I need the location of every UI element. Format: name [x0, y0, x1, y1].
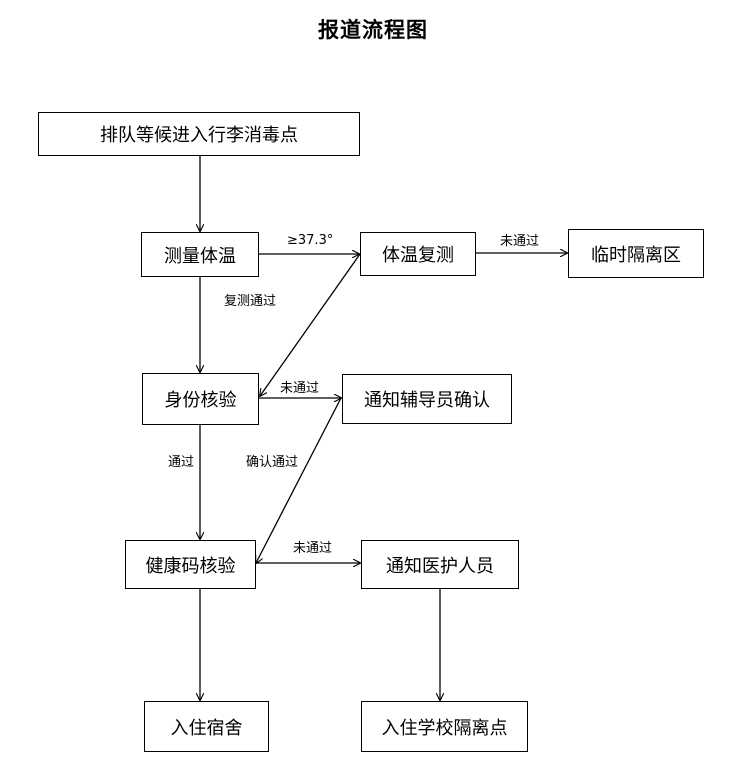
edge-label-id-fail: 未通过: [280, 381, 320, 396]
node-isolation: 临时隔离区: [568, 229, 704, 278]
node-queue: 排队等候进入行李消毒点: [38, 112, 360, 156]
edge-label-confirmed: 确认通过: [246, 455, 299, 470]
node-medical: 通知医护人员: [361, 540, 519, 589]
node-counselor: 通知辅导员确认: [342, 374, 512, 424]
node-health-code: 健康码核验: [125, 540, 256, 589]
node-school-isolation: 入住学校隔离点: [361, 701, 528, 752]
edge-label-fever: ≥37.3°: [287, 233, 334, 248]
arrow-retest-to-id: [260, 253, 361, 396]
node-retest: 体温复测: [360, 232, 476, 276]
node-dorm: 入住宿舍: [144, 701, 269, 752]
edge-label-retest-fail: 未通过: [500, 234, 540, 249]
arrow-counselor-to-code: [256, 397, 342, 563]
node-id-check: 身份核验: [142, 373, 259, 425]
edge-label-id-pass: 通过: [168, 455, 195, 470]
edge-label-retest-pass: 复测通过: [224, 294, 277, 309]
edge-label-code-fail: 未通过: [293, 541, 333, 556]
node-temp: 测量体温: [141, 232, 259, 277]
page-title: 报道流程图: [318, 17, 428, 42]
